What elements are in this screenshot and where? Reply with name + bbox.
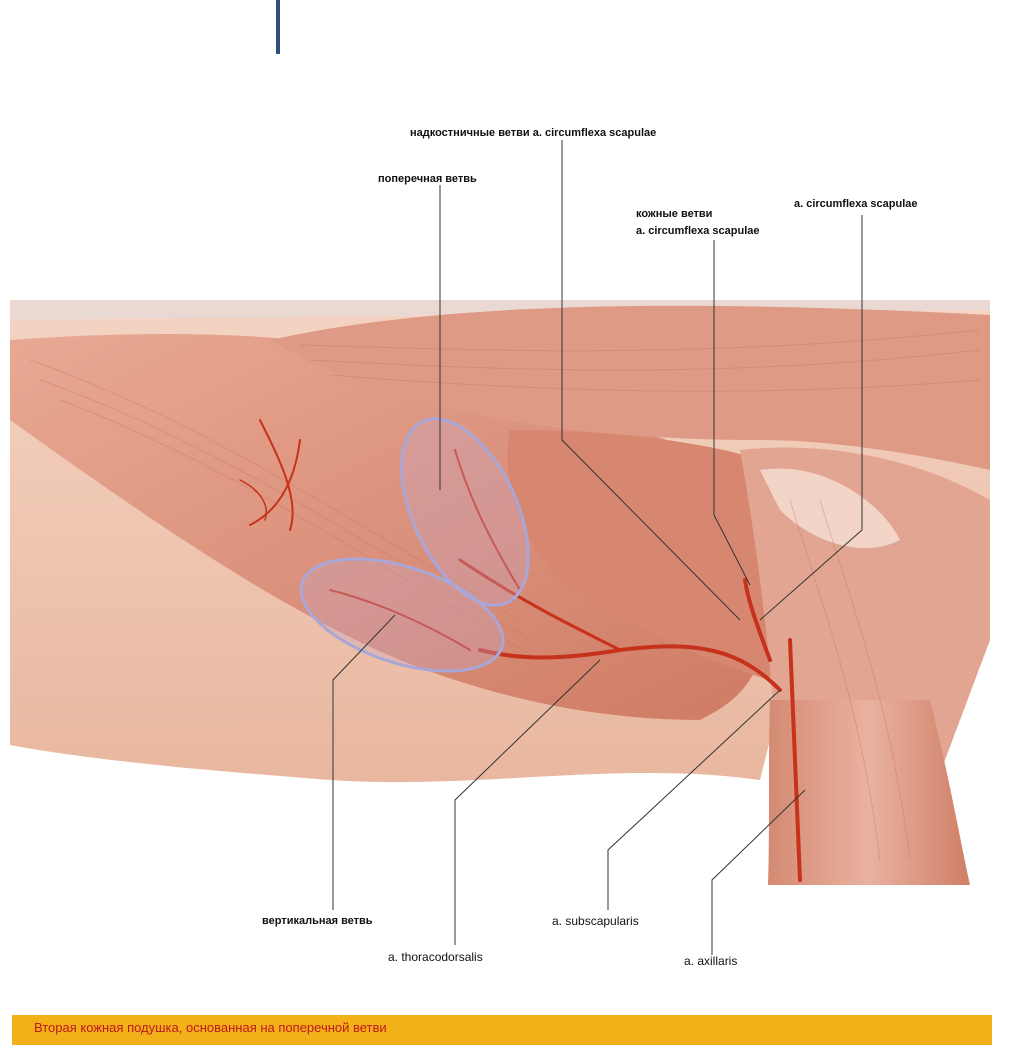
shoulder-muscle [270, 305, 990, 470]
label-cutaneous-artery: a. circumflexa scapulae [636, 225, 760, 237]
circumflexa-artery [743, 578, 772, 662]
label-periosteal-branches: надкостничные ветви a. circumflexa scapu… [410, 127, 657, 139]
label-subscapularis: a. subscapularis [552, 914, 639, 928]
label-transverse-branch: поперечная ветвь [378, 173, 477, 185]
label-cutaneous-branches: кожные ветви [636, 208, 713, 220]
vertical-branch [329, 589, 471, 651]
transverse-branch [454, 449, 521, 591]
arm [768, 700, 970, 885]
header-accent-bar [276, 0, 280, 54]
label-axillaris: a. axillaris [684, 954, 738, 968]
label-circumflexa-scapulae: a. circumflexa scapulae [794, 198, 918, 210]
caption-text: Вторая кожная подушка, основанная на поп… [34, 1020, 387, 1035]
leader-lines [332, 140, 863, 955]
vertical-flap-outline [299, 557, 505, 673]
label-thoracodorsalis: a. thoracodorsalis [388, 950, 483, 964]
vessel-network [239, 419, 802, 882]
label-vertical-branch: вертикальная ветвь [262, 915, 373, 927]
muscle-fibres [29, 329, 981, 861]
teres-muscle [507, 430, 777, 680]
caption-bar: Вторая кожная подушка, основанная на поп… [12, 1015, 992, 1045]
shoulder-highlight [760, 468, 900, 549]
thoracodorsal-artery [458, 558, 622, 652]
transverse-flap-outline [400, 417, 530, 607]
